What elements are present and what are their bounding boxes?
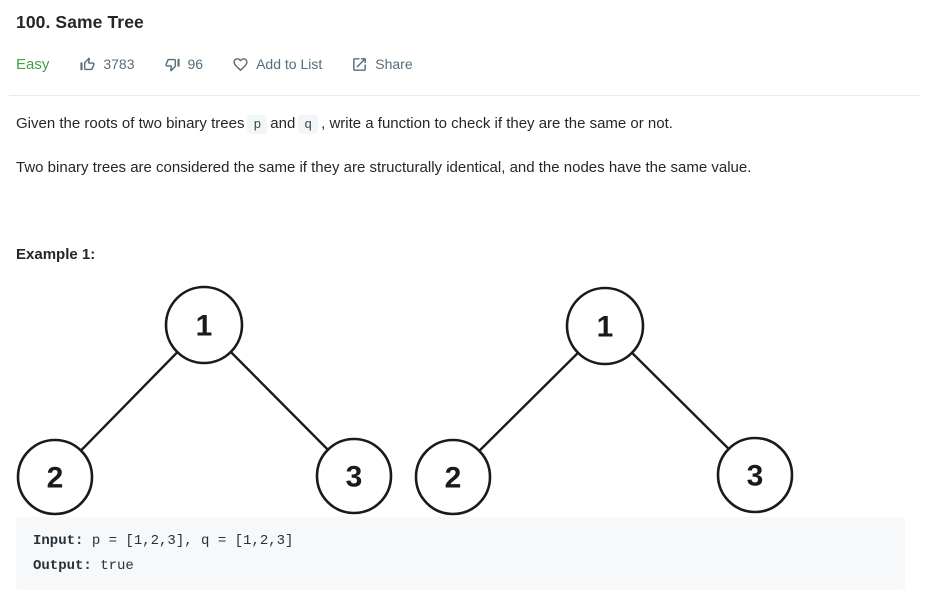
- tree-p-left-value: 2: [47, 462, 64, 495]
- input-value: p = [1,2,3], q = [1,2,3]: [83, 533, 294, 549]
- heart-icon: [233, 57, 248, 71]
- share-button[interactable]: Share: [351, 56, 413, 73]
- desc-text: and: [270, 115, 296, 132]
- like-count: 3783: [103, 56, 135, 72]
- output-label: Output:: [33, 558, 92, 574]
- tree-q-right-value: 3: [747, 460, 764, 493]
- tree-q-root-value: 1: [597, 311, 614, 344]
- output-value: true: [91, 558, 134, 574]
- tree-q-root-node: [565, 286, 645, 366]
- desc-text: Given the roots of two binary trees: [16, 115, 245, 132]
- difficulty-badge: Easy: [16, 55, 50, 73]
- header-divider: [9, 95, 920, 96]
- desc-text: , write a function to check if they are …: [321, 115, 673, 132]
- thumbs-up-icon: [80, 56, 95, 70]
- tree-p-right-node: [315, 437, 393, 515]
- dislike-count: 96: [187, 56, 204, 72]
- inline-code-q: q: [298, 115, 319, 134]
- example-1-label: Example 1:: [16, 246, 96, 263]
- tree-q-right-node: [716, 436, 794, 514]
- thumbs-down-icon: [164, 58, 180, 72]
- add-to-list-label: Add to List: [256, 56, 323, 72]
- tree-p-right-value: 3: [346, 461, 363, 494]
- tree-p-root-node: [164, 285, 244, 365]
- binary-trees-diagram: 1 2 3 1 2 3: [16, 285, 794, 516]
- tree-q-left-node: [414, 438, 492, 516]
- share-icon: [353, 57, 367, 71]
- inline-code-p: p: [247, 115, 268, 134]
- dislike-button[interactable]: 96: [164, 56, 204, 73]
- problem-title: 100. Same Tree: [16, 12, 144, 32]
- share-label: Share: [375, 56, 413, 72]
- example-io-block: Input: p = [1,2,3], q = [1,2,3] Output: …: [16, 517, 905, 590]
- tree-q-left-value: 2: [445, 462, 462, 495]
- tree-p-root-value: 1: [196, 310, 213, 343]
- tree-p-left-node: [16, 438, 94, 516]
- problem-meta-row: Easy 3783 96 Add to List Share: [16, 53, 442, 75]
- input-label: Input:: [33, 533, 84, 549]
- add-to-list-button[interactable]: Add to List: [232, 56, 322, 73]
- description-paragraph-2: Two binary trees are considered the same…: [16, 159, 752, 176]
- like-button[interactable]: 3783: [79, 56, 135, 73]
